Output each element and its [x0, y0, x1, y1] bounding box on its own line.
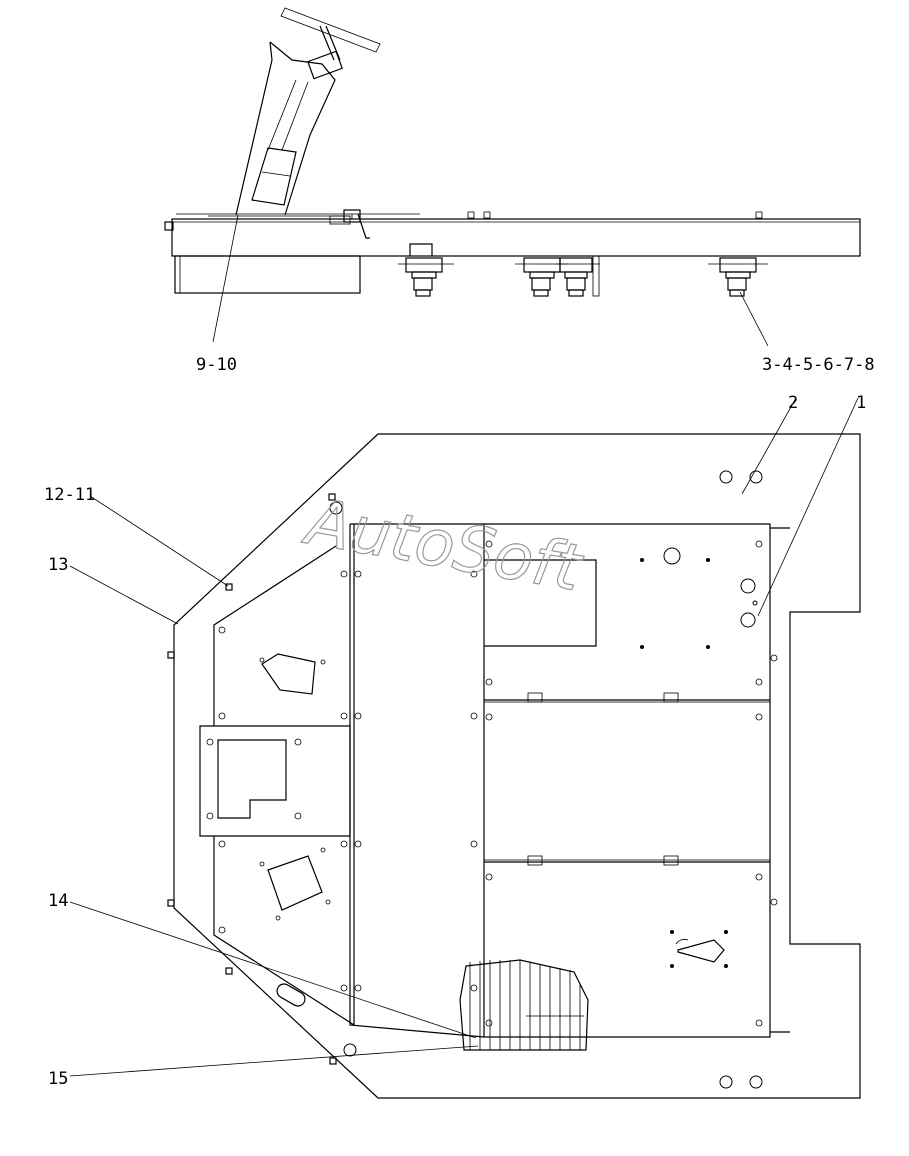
mount-4 — [708, 257, 768, 297]
callout-2: 2 — [788, 393, 798, 413]
side-frame — [164, 209, 861, 294]
steering-column — [235, 7, 381, 216]
callout-13: 13 — [48, 555, 68, 575]
hatched-panel — [459, 959, 589, 1051]
leader-1 — [757, 397, 859, 617]
base-plate-outline — [173, 433, 861, 1099]
callout-3-8: 3-4-5-6-7-8 — [762, 355, 875, 375]
callout-1: 1 — [856, 393, 866, 413]
fastener-holes — [206, 540, 778, 1027]
callout-15: 15 — [48, 1069, 68, 1089]
callout-9-10: 9-10 — [196, 355, 237, 375]
leader-9-10 — [212, 214, 239, 343]
mount-1 — [398, 257, 454, 297]
leader-15 — [69, 1045, 479, 1077]
leader-12-11 — [89, 495, 229, 587]
callout-12-11: 12-11 — [44, 485, 95, 505]
leader-2 — [741, 397, 797, 495]
mount-3 — [556, 255, 600, 297]
leader-3-8 — [739, 291, 769, 347]
plan-view — [69, 397, 861, 1099]
watermark: AutoSoft — [298, 485, 589, 607]
callout-14: 14 — [48, 891, 68, 911]
leader-13 — [69, 565, 179, 625]
side-view — [164, 7, 861, 347]
leader-14 — [69, 901, 477, 1039]
